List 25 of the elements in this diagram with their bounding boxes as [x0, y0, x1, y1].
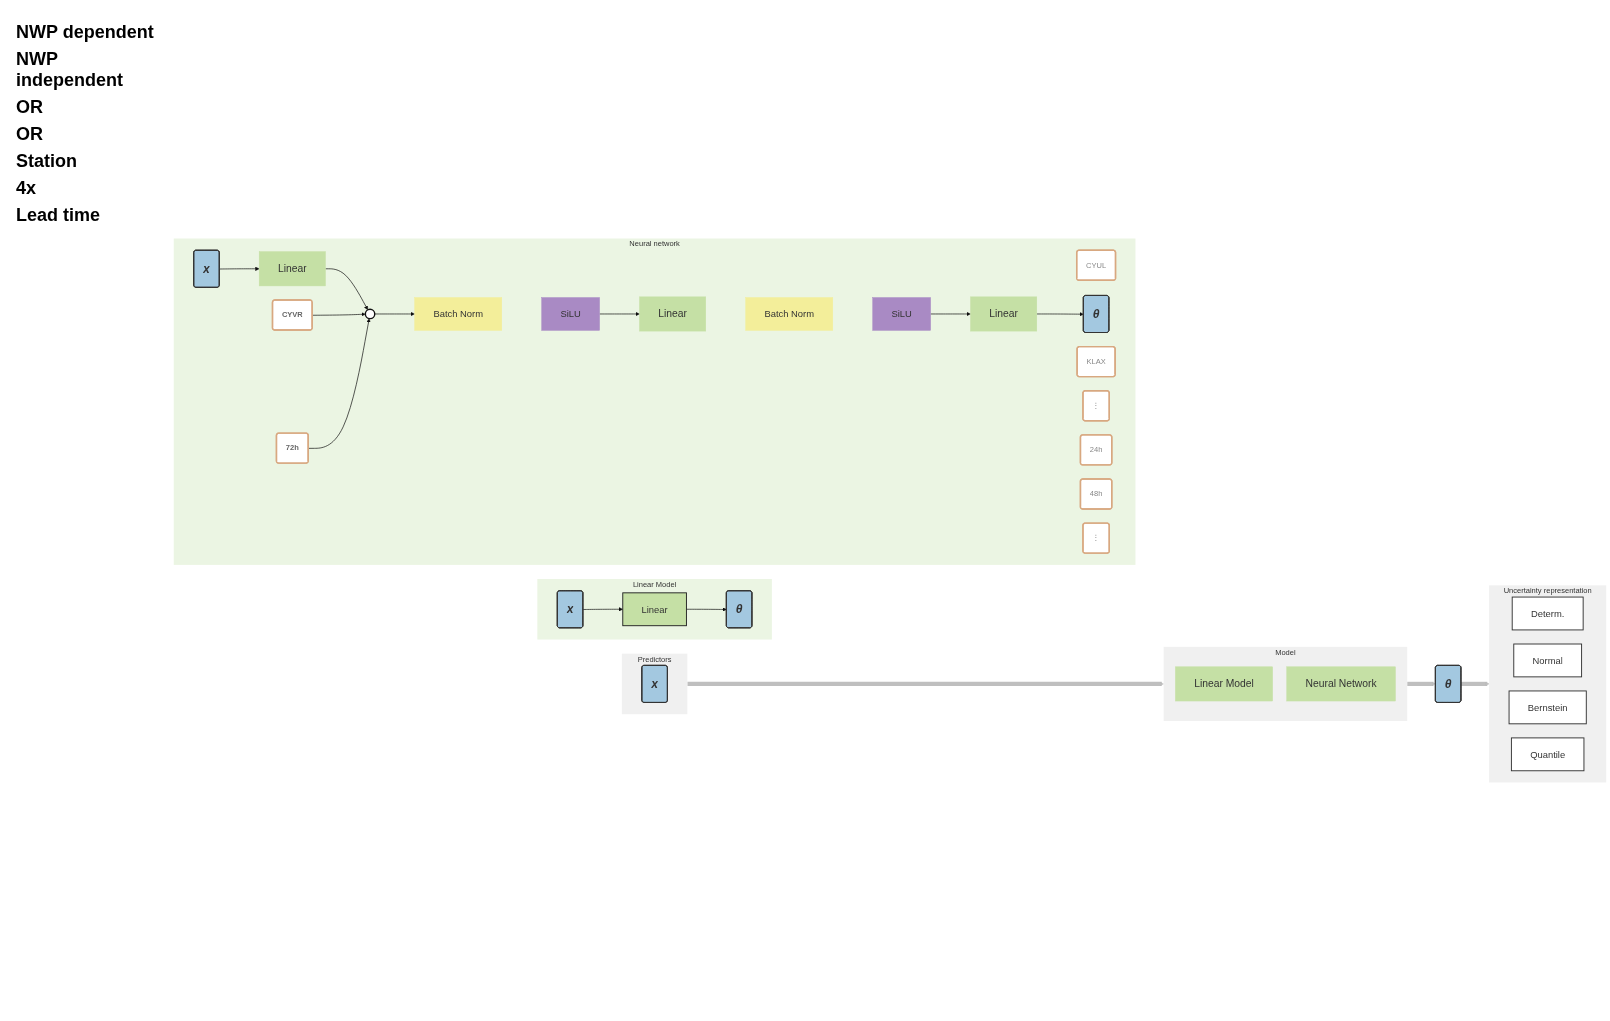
node-box: Normal	[1513, 643, 1583, 678]
note-label: NWP independent	[16, 49, 124, 91]
node-box: Batch Norm	[745, 297, 834, 331]
arrow	[687, 681, 1164, 687]
node-box: Bernstein	[1508, 690, 1587, 725]
node-box: Quantile	[1510, 737, 1585, 772]
node-box: Batch Norm	[414, 297, 502, 331]
node-box: SiLU	[872, 297, 931, 331]
note-label: OR	[16, 97, 44, 118]
node-box: Linear	[970, 296, 1038, 332]
arrow	[1407, 681, 1436, 687]
note-label: Lead time	[16, 205, 102, 226]
node-box: SiLU	[541, 297, 600, 331]
node-box: Linear	[258, 251, 326, 287]
node-box: Linear	[622, 592, 687, 627]
node-box: Linear Model	[1175, 666, 1273, 702]
node-box: Determ.	[1511, 596, 1584, 631]
arrow	[1460, 681, 1490, 687]
node-box: Linear	[639, 296, 706, 332]
node-box: Neural Network	[1286, 666, 1396, 702]
note-label: NWP dependent	[16, 22, 154, 43]
note-label: Station	[16, 151, 78, 172]
node-circle	[364, 308, 376, 320]
note-label: OR	[16, 124, 44, 145]
note-label: 4x	[16, 178, 38, 199]
